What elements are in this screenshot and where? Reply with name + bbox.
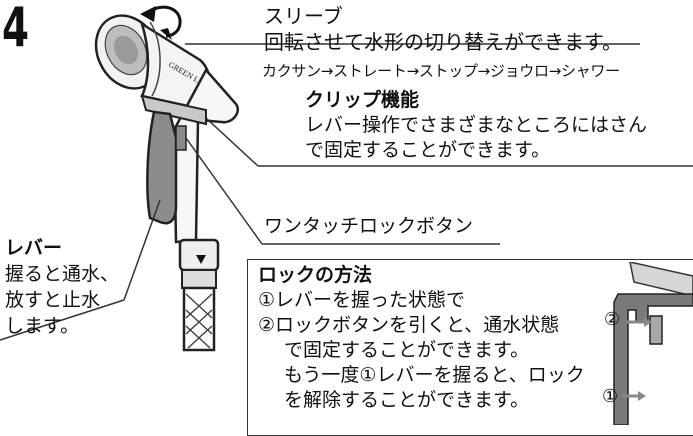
rotate-arrow-icon bbox=[146, 5, 182, 38]
sleeve-description: 回転させて水形の切り替えができます。 bbox=[264, 30, 622, 54]
lock-button-label: ワンタッチロックボタン bbox=[264, 215, 474, 237]
lock-method-line-1: ①レバーを握った状態で bbox=[258, 289, 466, 311]
diagram-marker-2: ② bbox=[604, 309, 621, 330]
spray-mode-sequence: カクサン→ストレート→ストップ→ジョウロ→シャワー bbox=[262, 62, 620, 80]
lock-method-title: ロックの方法 bbox=[258, 264, 373, 286]
lock-method-line-5: を解除することができます。 bbox=[284, 389, 530, 411]
lever-title: レバー bbox=[5, 237, 63, 259]
lever-line-3: します。 bbox=[5, 315, 80, 337]
lever-line-2: 放すと止水 bbox=[5, 289, 101, 311]
lock-method-line-3: で固定することができます。 bbox=[284, 339, 530, 361]
lever-line-1: 握ると通水、 bbox=[5, 263, 120, 285]
lock-method-line-2: ②ロックボタンを引くと、通水状態 bbox=[258, 314, 560, 336]
clip-title: クリップ機能 bbox=[305, 89, 420, 111]
diagram-marker-1: ① bbox=[602, 386, 619, 407]
clip-line-2: で固定することができます。 bbox=[305, 139, 551, 161]
sleeve-title: スリーブ bbox=[264, 4, 343, 28]
clip-line-1: レバー操作でさまざまなところにはさん bbox=[305, 114, 648, 136]
spray-nozzle-illustration: GREEN LIFE bbox=[0, 5, 693, 352]
lock-method-line-4: もう一度①レバーを握ると、ロック bbox=[284, 364, 585, 386]
step-number: 4 bbox=[2, 0, 30, 59]
lock-diagram bbox=[613, 262, 693, 425]
